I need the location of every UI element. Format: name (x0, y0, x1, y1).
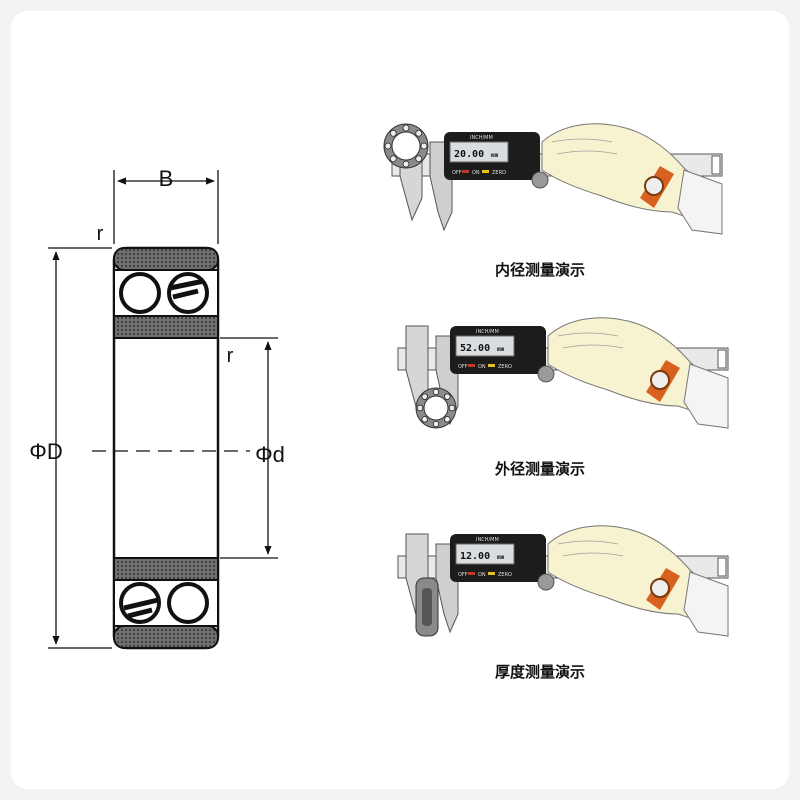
unit-label: INCH/MM (476, 537, 499, 543)
inner-ring-bottom (113, 557, 219, 581)
sleeve (683, 363, 729, 429)
ball-top-left (119, 272, 161, 314)
thumb-wheel (537, 573, 555, 591)
watch-face (650, 578, 670, 598)
dimension-lines (48, 170, 278, 649)
thumb-wheel (537, 365, 555, 383)
lcd-unit: mm (491, 152, 499, 159)
lcd-reading: 20.00 (454, 149, 484, 160)
off-button-label: OFF (458, 364, 468, 370)
radius-label-inner: r (227, 345, 234, 367)
outer-ring-top (113, 247, 219, 271)
demo-label-outer: 外径测量演示 (494, 460, 585, 478)
lcd-unit: mm (497, 346, 505, 353)
lcd-screen (449, 141, 509, 163)
watch-face (644, 176, 664, 196)
bearing-workpiece (415, 577, 439, 637)
lcd-reading: 52.00 (460, 343, 490, 354)
sleeve (683, 571, 729, 637)
bearing-workpiece (383, 123, 429, 169)
outer-ring-bottom (113, 625, 219, 649)
inner-ring-top (113, 315, 219, 339)
sleeve (677, 169, 723, 235)
lcd-screen (455, 335, 515, 357)
off-button-label: OFF (452, 170, 462, 176)
width-label: B (159, 166, 174, 191)
thumb-wheel (531, 171, 549, 189)
lcd-screen (455, 543, 515, 565)
off-button-label: OFF (458, 572, 468, 578)
zero-button-label: ZERO (498, 364, 512, 370)
lcd-reading: 12.00 (460, 551, 490, 562)
outer-diameter-label: ΦD (29, 439, 62, 464)
radius-label-outer: r (97, 223, 104, 245)
bearing-cross-section (112, 246, 220, 650)
inner-diameter-label: Φd (255, 442, 285, 467)
demo-label-inner: 内径测量演示 (495, 261, 585, 279)
zero-button-label: ZERO (498, 572, 512, 578)
on-button-label: ON (478, 572, 486, 578)
unit-label: INCH/MM (470, 135, 493, 141)
on-button-label: ON (472, 170, 480, 176)
unit-label: INCH/MM (476, 329, 499, 335)
ball-bottom-right (167, 582, 209, 624)
watch-face (650, 370, 670, 390)
bearing-workpiece (415, 387, 457, 429)
zero-button-label: ZERO (492, 170, 506, 176)
on-button-label: ON (478, 364, 486, 370)
lcd-unit: mm (497, 554, 505, 561)
demo-label-thickness: 厚度测量演示 (495, 663, 585, 681)
